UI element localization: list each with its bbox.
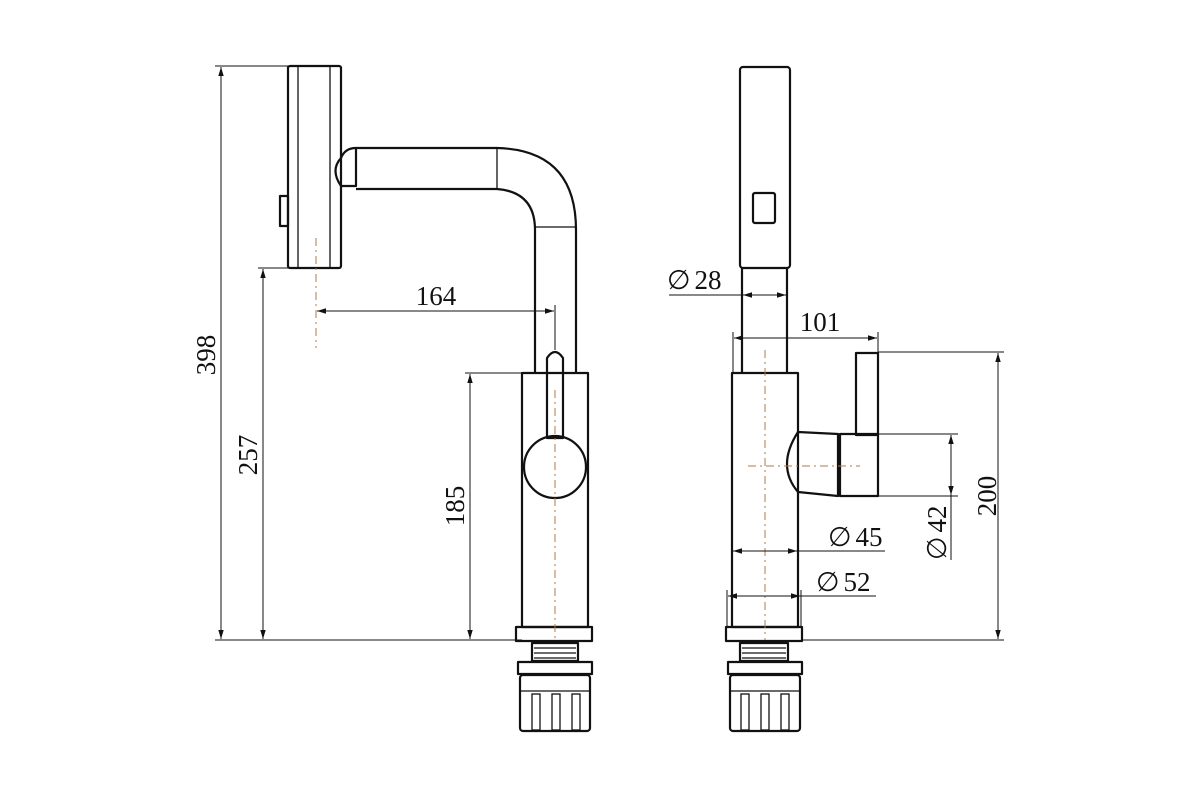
side-lever [854, 351, 880, 437]
diameter-symbol: ∅ [828, 522, 852, 552]
spout [334, 146, 578, 372]
dimension-body-diameter: ∅45 [733, 522, 885, 554]
svg-text:∅28: ∅28 [667, 265, 722, 295]
body-height-label: 185 [440, 486, 470, 527]
base-diameter-label: 52 [844, 567, 871, 597]
outlet-height-label: 257 [233, 435, 263, 476]
svg-text:∅45: ∅45 [828, 522, 883, 552]
spout-reach-label: 164 [416, 281, 457, 311]
diameter-symbol: ∅ [667, 265, 691, 295]
spray-button [278, 194, 290, 228]
side-handle-block [838, 432, 880, 498]
lever-handle [545, 350, 565, 440]
dimension-handle-height: 200 [802, 351, 1004, 641]
body-diameter-label: 45 [856, 522, 883, 552]
svg-text:∅42: ∅ 42 [922, 505, 952, 560]
side-view: ∅28 101 ∅45 ∅52 ∅42 [667, 65, 1004, 733]
svg-text:∅52: ∅52 [816, 567, 871, 597]
side-spray-head [738, 65, 792, 373]
dimension-spray-head-diameter: ∅28 [667, 265, 786, 298]
front-view: 398 257 185 164 [191, 64, 594, 733]
dimension-handle-projection: 101 [732, 307, 879, 372]
dimension-outlet-height: 257 [233, 267, 288, 639]
spray-head-diameter-label: 28 [695, 265, 722, 295]
handle-projection-label: 101 [800, 307, 841, 337]
spray-head [278, 64, 343, 270]
dimension-total-height: 398 [191, 65, 522, 641]
base-ring [514, 625, 594, 643]
diameter-symbol: ∅ [922, 536, 952, 560]
side-spray-button [751, 191, 777, 225]
dimension-handle-diameter: ∅ 42 [878, 433, 958, 560]
handle-height-label: 200 [972, 476, 1002, 517]
dimension-base-diameter: ∅52 [726, 567, 876, 627]
diameter-symbol: ∅ [816, 567, 840, 597]
handle-diameter-label: 42 [922, 505, 952, 532]
dimension-spout-reach: 164 [317, 281, 556, 350]
dimension-body-height: 185 [440, 372, 522, 639]
total-height-label: 398 [191, 335, 221, 376]
mounting-nut [518, 673, 592, 733]
faucet-body [514, 350, 594, 733]
